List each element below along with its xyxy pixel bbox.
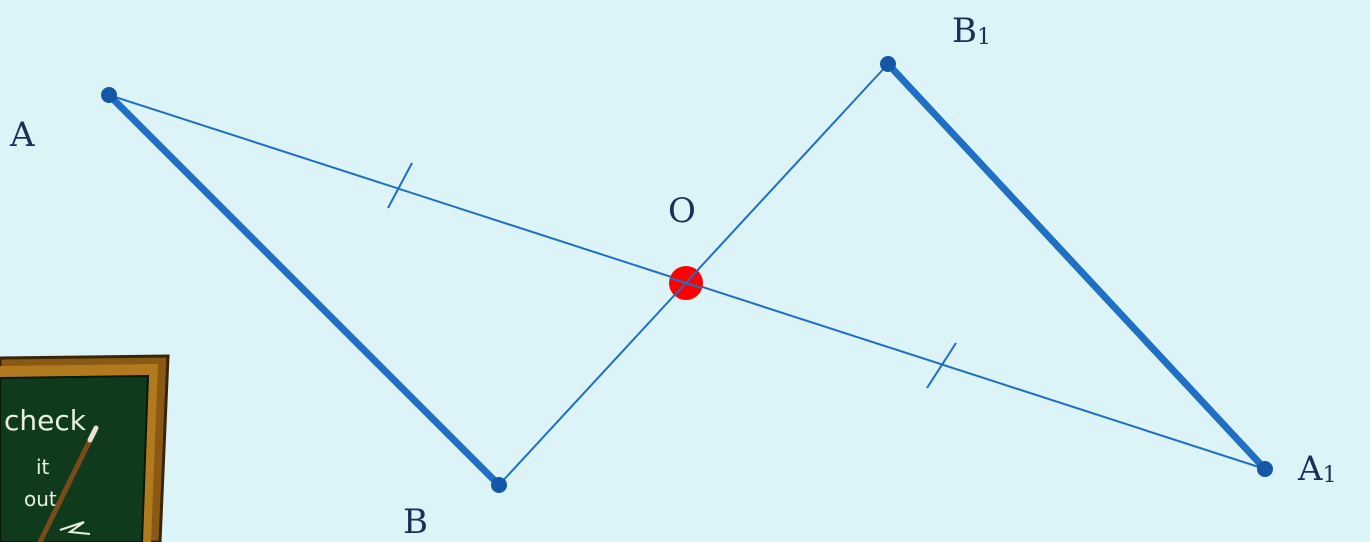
label-b1-subscript: 1: [977, 25, 991, 50]
board-text-line2: it: [36, 455, 50, 479]
point-b: [491, 477, 507, 493]
point-a1: [1257, 461, 1273, 477]
label-a1-text: A: [1298, 449, 1323, 489]
board-text-line1: check: [4, 404, 87, 437]
segment-b1-a1: [884, 60, 1269, 473]
label-o: O: [668, 194, 696, 228]
chalkboard-icon: check it out: [0, 354, 170, 542]
point-b1: [880, 56, 896, 72]
center-cross-2: [673, 269, 699, 297]
label-b: B: [403, 505, 428, 539]
label-o-text: O: [668, 191, 696, 231]
label-b-text: B: [403, 502, 428, 542]
board-text-line3: out: [24, 487, 57, 511]
label-a-text: A: [10, 115, 35, 155]
label-b1-text: B: [952, 11, 977, 51]
point-a: [101, 87, 117, 103]
label-a: A: [10, 118, 35, 152]
tick-mark-ao: [387, 162, 413, 209]
label-a1-subscript: 1: [1322, 463, 1337, 488]
label-a1: A1: [1298, 449, 1337, 489]
segment-ab: [105, 91, 503, 489]
label-b1: B1: [952, 11, 991, 51]
tick-mark-oa1: [926, 342, 957, 389]
